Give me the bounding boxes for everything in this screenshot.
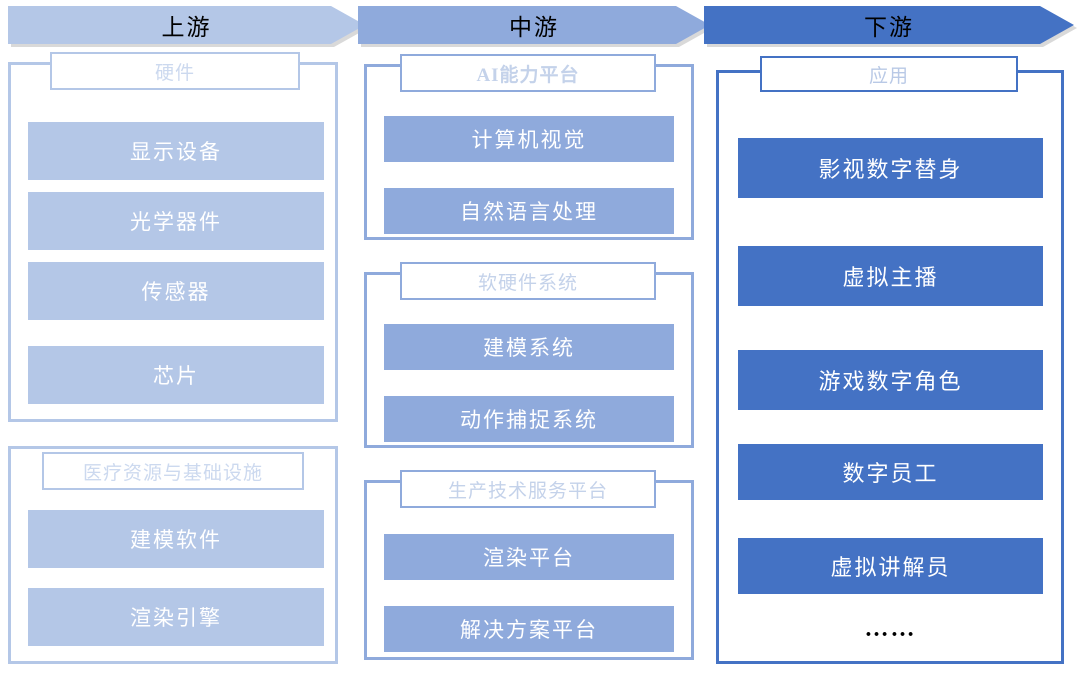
group-medical-resources-title: 医疗资源与基础设施 — [42, 452, 304, 490]
group-medical-resources[interactable] — [8, 446, 338, 664]
chip-nlp[interactable]: 自然语言处理 — [384, 188, 674, 234]
chip-modeling-system[interactable]: 建模系统 — [384, 324, 674, 370]
banner-midstream[interactable]: 中游 — [358, 6, 710, 44]
chip-game-digital-character[interactable]: 游戏数字角色 — [738, 350, 1043, 410]
group-application-title: 应用 — [760, 56, 1018, 92]
chip-virtual-presenter[interactable]: 虚拟讲解员 — [738, 538, 1043, 594]
group-hardware-title: 硬件 — [50, 52, 300, 90]
chip-computer-vision[interactable]: 计算机视觉 — [384, 116, 674, 162]
chip-rendering-engine[interactable]: 渲染引擎 — [28, 588, 324, 646]
group-software-hardware-system-title: 软硬件系统 — [400, 262, 656, 300]
banner-downstream[interactable]: 下游 — [704, 6, 1074, 44]
group-ai-capability-platform-title: AI能力平台 — [400, 54, 656, 92]
chip-film-digital-double[interactable]: 影视数字替身 — [738, 138, 1043, 198]
chip-virtual-anchor[interactable]: 虚拟主播 — [738, 246, 1043, 306]
chip-digital-employee[interactable]: 数字员工 — [738, 444, 1043, 500]
banner-upstream[interactable]: 上游 — [8, 6, 365, 44]
chip-sensor[interactable]: 传感器 — [28, 262, 324, 320]
chip-modeling-software[interactable]: 建模软件 — [28, 510, 324, 568]
chip-solution-platform[interactable]: 解决方案平台 — [384, 606, 674, 652]
chip-chip[interactable]: 芯片 — [28, 346, 324, 404]
chip-motion-capture-system[interactable]: 动作捕捉系统 — [384, 396, 674, 442]
chip-optical-component[interactable]: 光学器件 — [28, 192, 324, 250]
chip-rendering-platform[interactable]: 渲染平台 — [384, 534, 674, 580]
application-more-ellipsis: …… — [864, 615, 917, 642]
chip-display-device[interactable]: 显示设备 — [28, 122, 324, 180]
group-production-tech-service-platform-title: 生产技术服务平台 — [400, 470, 656, 508]
